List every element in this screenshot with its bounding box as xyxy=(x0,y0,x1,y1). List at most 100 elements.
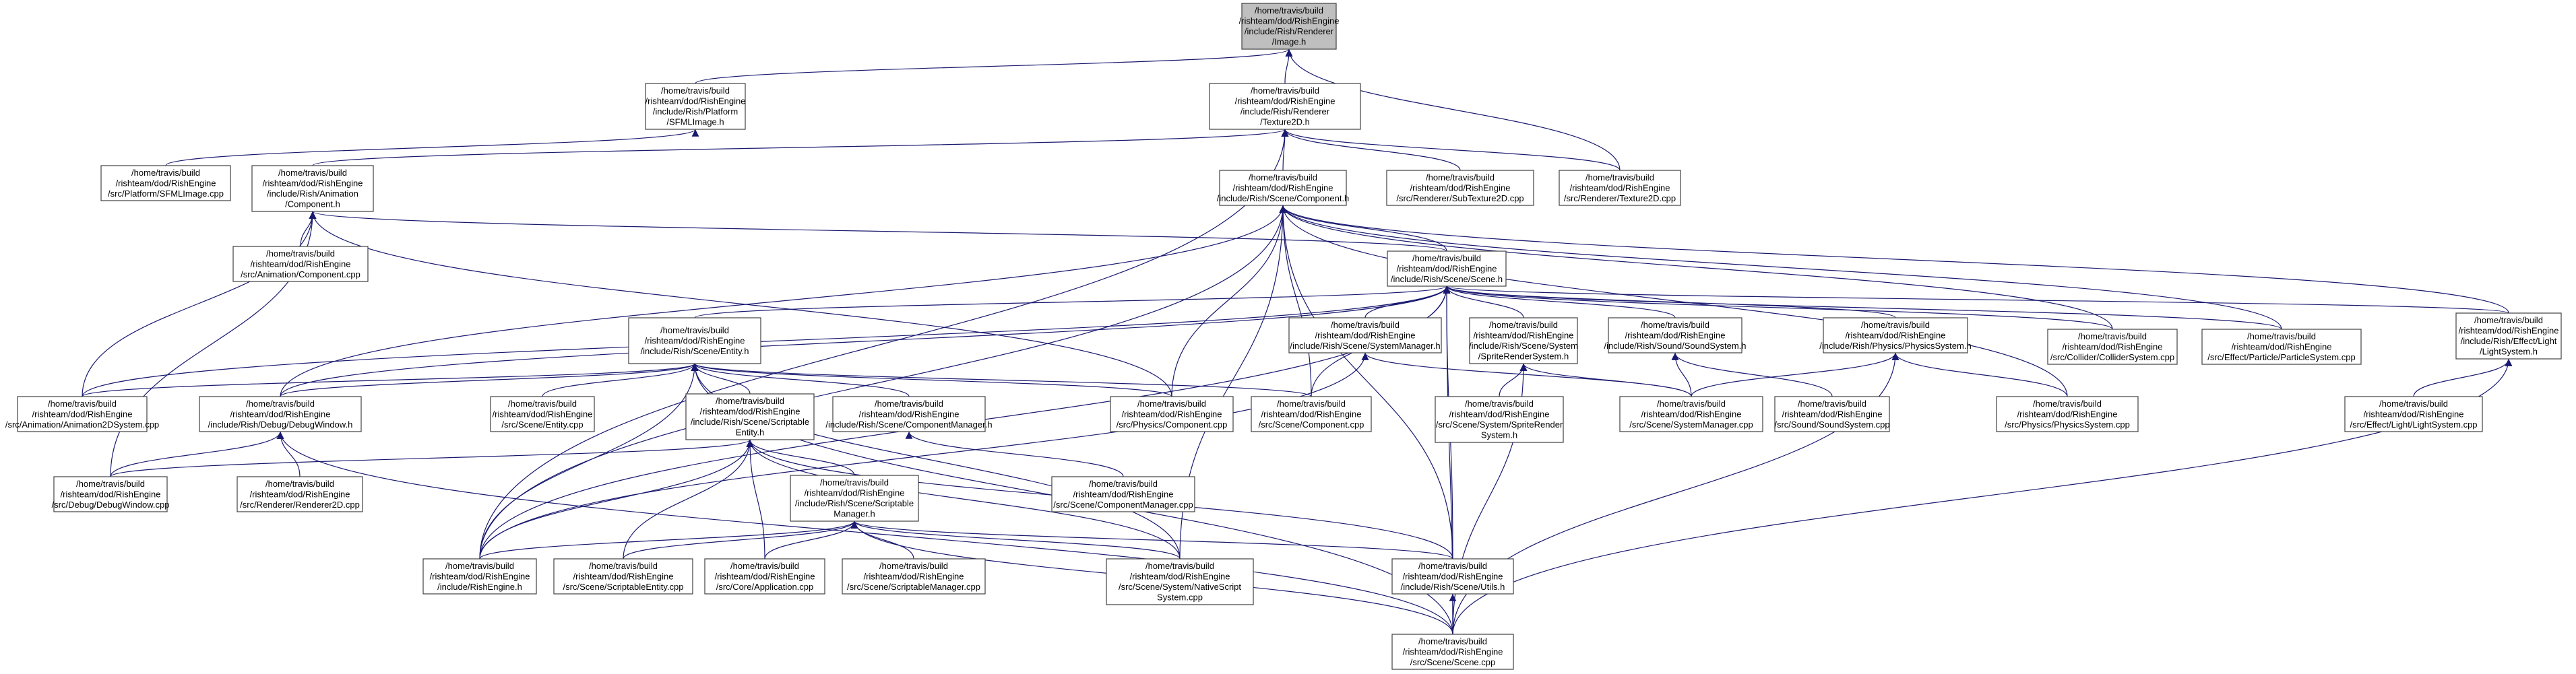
file-node-rishengine-h[interactable]: /home/travis/build/rishteam/dod/RishEngi… xyxy=(422,558,537,595)
file-node-scene-component-cpp[interactable]: /home/travis/build/rishteam/dod/RishEngi… xyxy=(1251,396,1372,432)
file-node-anim-component-h[interactable]: /home/travis/build/rishteam/dod/RishEngi… xyxy=(251,165,374,212)
file-node-texture2d-h[interactable]: /home/travis/build/rishteam/dod/RishEngi… xyxy=(1209,83,1361,130)
dependency-edge xyxy=(1452,352,1899,635)
file-node-image-h[interactable]: /home/travis/build/rishteam/dod/RishEngi… xyxy=(1239,3,1340,50)
file-node-renderer2d-cpp[interactable]: /home/travis/build/rishteam/dod/RishEngi… xyxy=(237,476,363,512)
file-node-sfmlimage-h[interactable]: /home/travis/build/rishteam/dod/RishEngi… xyxy=(645,83,746,130)
node-label-line: /home/travis/build xyxy=(660,325,729,335)
node-label-line: /rishteam/dod/RishEngine xyxy=(32,409,133,419)
file-node-componentmanager-cpp[interactable]: /home/travis/build/rishteam/dod/RishEngi… xyxy=(1051,476,1195,512)
node-box xyxy=(199,396,362,432)
file-node-soundsystem-cpp[interactable]: /home/travis/build/rishteam/dod/RishEngi… xyxy=(1774,396,1890,432)
node-label-line: /home/travis/build xyxy=(820,477,889,487)
node-label-line: /home/travis/build xyxy=(716,396,784,406)
node-label-line: /src/Renderer/SubTexture2D.cpp xyxy=(1396,193,1523,203)
file-node-debugwindow-cpp[interactable]: /home/travis/build/rishteam/dod/RishEngi… xyxy=(52,476,170,512)
node-label-line: /src/Scene/System/SpriteRender xyxy=(1436,419,1563,430)
dependency-edge xyxy=(1279,205,2113,330)
node-label-line: /home/travis/build xyxy=(1641,320,1709,330)
file-node-entity-h[interactable]: /home/travis/build/rishteam/dod/RishEngi… xyxy=(628,317,761,364)
node-label-line: /home/travis/build xyxy=(661,86,730,96)
node-label-line: /home/travis/build xyxy=(445,561,514,571)
node-label-line: /rishteam/dod/RishEngine xyxy=(263,178,363,189)
file-node-systemmanager-cpp[interactable]: /home/travis/build/rishteam/dod/RishEngi… xyxy=(1619,396,1763,432)
node-label-line: /include/Rish/Scene/SystemManager.h xyxy=(1290,341,1440,351)
file-node-subtexture2d-cpp[interactable]: /home/travis/build/rishteam/dod/RishEngi… xyxy=(1386,170,1534,206)
node-label-line: /src/Effect/Light/LightSystem.cpp xyxy=(2350,419,2477,430)
node-label-line: /rishteam/dod/RishEngine xyxy=(493,409,593,419)
node-label-line: /src/Scene/SystemManager.cpp xyxy=(1629,419,1753,430)
file-node-spriterender-h[interactable]: /home/travis/build/rishteam/dod/RishEngi… xyxy=(1435,396,1564,443)
node-label-line: /rishteam/dod/RishEngine xyxy=(2063,341,2163,351)
file-node-scriptablemanager-h[interactable]: /home/travis/build/rishteam/dod/RishEngi… xyxy=(790,475,919,522)
node-box xyxy=(1288,317,1442,353)
file-node-texture2d-cpp[interactable]: /home/travis/build/rishteam/dod/RishEngi… xyxy=(1559,170,1681,206)
node-label-line: /home/travis/build xyxy=(1137,399,1206,409)
file-node-nativescriptsystem-cpp[interactable]: /home/travis/build/rishteam/dod/RishEngi… xyxy=(1106,558,1254,605)
file-node-particlesystem-cpp[interactable]: /home/travis/build/rishteam/dod/RishEngi… xyxy=(2201,329,2362,365)
node-label-line: /rishteam/dod/RishEngine xyxy=(2017,409,2118,419)
node-box xyxy=(1469,317,1578,364)
file-node-scriptablemanager-cpp[interactable]: /home/travis/build/rishteam/dod/RishEngi… xyxy=(842,558,986,595)
node-label-line: /home/travis/build xyxy=(1465,399,1534,409)
file-node-scene-component-h[interactable]: /home/travis/build/rishteam/dod/RishEngi… xyxy=(1217,170,1350,206)
file-node-scene-h[interactable]: /home/travis/build/rishteam/dod/RishEngi… xyxy=(1387,250,1507,287)
node-label-line: /src/Core/Application.cpp xyxy=(716,582,814,592)
dependency-edge xyxy=(850,520,914,560)
dependency-edge xyxy=(850,520,1453,560)
node-label-line: /rishteam/dod/RishEngine xyxy=(1570,182,1670,193)
file-node-lightsystem-h[interactable]: /home/travis/build/rishteam/dod/RishEngi… xyxy=(2455,312,2562,360)
node-box xyxy=(1051,476,1195,512)
node-box xyxy=(1241,3,1337,50)
dependency-edge xyxy=(1285,48,1621,171)
file-node-lightsystem-cpp[interactable]: /home/travis/build/rishteam/dod/RishEngi… xyxy=(2344,396,2483,432)
dependency-edge xyxy=(300,211,317,247)
node-label-line: /src/Scene/System/NativeScript xyxy=(1119,582,1241,592)
node-label-line: /home/travis/build xyxy=(278,168,347,178)
dependency-edge xyxy=(479,363,699,560)
node-label-line: /rishteam/dod/RishEngine xyxy=(2232,341,2332,351)
file-node-scriptableentity-cpp[interactable]: /home/travis/build/rishteam/dod/RishEngi… xyxy=(553,558,693,595)
file-node-soundsystem-h[interactable]: /home/travis/build/rishteam/dod/RishEngi… xyxy=(1604,317,1747,353)
node-box xyxy=(2047,329,2178,365)
file-node-systemmanager-h[interactable]: /home/travis/build/rishteam/dod/RishEngi… xyxy=(1288,317,1442,353)
dependency-edge xyxy=(1443,285,2113,330)
node-label-line: /LightSystem.h xyxy=(2480,347,2538,357)
dependency-edge xyxy=(2413,358,2513,397)
node-label-line: /rishteam/dod/RishEngine xyxy=(864,571,964,581)
file-node-application-cpp[interactable]: /home/travis/build/rishteam/dod/RishEngi… xyxy=(704,558,825,595)
node-label-line: /rishteam/dod/RishEngine xyxy=(1073,489,1174,499)
dependency-edge xyxy=(695,48,1293,84)
dependency-edge xyxy=(764,520,858,560)
file-node-animation2dsystem-cpp[interactable]: /home/travis/build/rishteam/dod/RishEngi… xyxy=(5,396,159,432)
dependency-edge xyxy=(746,439,765,560)
dependency-edge xyxy=(1281,129,1461,171)
file-node-physicssystem-cpp[interactable]: /home/travis/build/rishteam/dod/RishEngi… xyxy=(1996,396,2139,432)
file-node-utils-h[interactable]: /home/travis/build/rishteam/dod/RishEngi… xyxy=(1391,558,1514,595)
node-label-line: /rishteam/dod/RishEngine xyxy=(1641,409,1742,419)
dependency-edge xyxy=(1279,205,1312,397)
file-node-spriterendersystem-h[interactable]: /home/travis/build/rishteam/dod/RishEngi… xyxy=(1469,317,1578,364)
dependency-edge xyxy=(276,431,1453,635)
file-node-componentmanager-h[interactable]: /home/travis/build/rishteam/dod/RishEngi… xyxy=(825,396,993,432)
node-label-line: /Texture2D.h xyxy=(1260,117,1310,127)
node-label-line: /rishteam/dod/RishEngine xyxy=(2364,409,2464,419)
dependency-edge xyxy=(691,363,1312,397)
file-node-scene-cpp[interactable]: /home/travis/build/rishteam/dod/RishEngi… xyxy=(1391,634,1514,670)
node-label-line: /rishteam/dod/RishEngine xyxy=(1239,16,1340,26)
file-node-collidersystem-cpp[interactable]: /home/travis/build/rishteam/dod/RishEngi… xyxy=(2047,329,2178,365)
node-label-line: /src/Renderer/Texture2D.cpp xyxy=(1564,193,1676,203)
node-box xyxy=(1386,170,1534,206)
node-label-line: /rishteam/dod/RishEngine xyxy=(1233,182,1333,193)
node-box xyxy=(685,393,815,440)
file-node-debugwindow-h[interactable]: /home/travis/build/rishteam/dod/RishEngi… xyxy=(199,396,362,432)
file-node-physicssystem-h[interactable]: /home/travis/build/rishteam/dod/RishEngi… xyxy=(1819,317,1972,353)
file-node-physics-component-cpp[interactable]: /home/travis/build/rishteam/dod/RishEngi… xyxy=(1110,396,1234,432)
node-box xyxy=(53,476,168,512)
file-node-anim-component-cpp[interactable]: /home/travis/build/rishteam/dod/RishEngi… xyxy=(232,246,369,282)
file-node-sfmlimage-cpp[interactable]: /home/travis/build/rishteam/dod/RishEngi… xyxy=(100,165,231,201)
dependency-edge xyxy=(1891,352,2068,397)
file-node-entity-cpp[interactable]: /home/travis/build/rishteam/dod/RishEngi… xyxy=(490,396,595,432)
file-node-scriptableentity-h[interactable]: /home/travis/build/rishteam/dod/RishEngi… xyxy=(685,393,815,440)
node-label-line: /home/travis/build xyxy=(1277,399,1346,409)
